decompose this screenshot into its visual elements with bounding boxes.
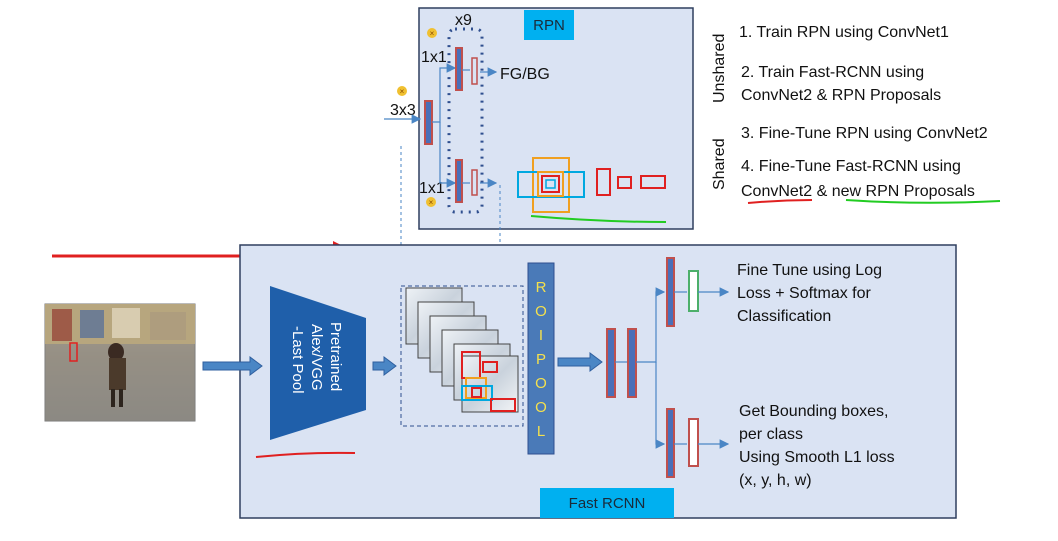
roi-pool-block: R O I P O O L — [527, 262, 555, 455]
rpn-branch-bottom — [439, 122, 457, 188]
rpn-title: RPN — [533, 17, 565, 34]
rpn-green-underline — [530, 215, 667, 223]
shared-label: Shared — [711, 138, 728, 190]
roi-letter: I — [539, 327, 543, 344]
roi-letter: O — [535, 303, 547, 320]
multiply-icon: × — [427, 28, 437, 38]
roi-pool-bar — [527, 262, 555, 455]
rpn-3x3-conv — [424, 100, 433, 145]
new-proposals-green-underline — [845, 199, 1001, 204]
rpn-fg-bg-label: FG/BG — [500, 66, 550, 83]
rpn-panel: RPN x9 1x1 3x3 1x1 FG/BG × × × — [384, 7, 694, 230]
multiply-icon: × — [426, 197, 436, 207]
arrow-encoder-to-maps — [372, 356, 397, 376]
bbox-text-line2: per class — [739, 426, 803, 443]
convnet2-red-underline — [747, 199, 813, 204]
arrow-roi-to-fc — [557, 352, 603, 372]
bbox-text-line1: Get Bounding boxes, — [739, 403, 888, 420]
training-steps: Unshared Shared 1. Train RPN using ConvN… — [711, 24, 1001, 204]
fc-branch-bbox — [655, 362, 666, 449]
step-4-amp: & — [812, 183, 832, 200]
roi-letter: O — [535, 399, 547, 416]
rpn-cls-conv — [455, 47, 463, 91]
fc-layers — [606, 257, 730, 478]
arrow-photo-to-encoder — [202, 356, 263, 376]
step-2-line1: 2. Train Fast-RCNN using — [741, 64, 924, 81]
encoder-line-1: Pretrained — [327, 322, 344, 391]
fc-branch-cls — [636, 287, 666, 363]
input-photo — [44, 303, 196, 422]
encoder-line-2: Alex/VGG — [308, 324, 325, 391]
cls-softmax — [688, 270, 699, 312]
step-4-convnet2: ConvNet2 — [741, 183, 812, 200]
encoder-line-3: -Last Pool — [289, 326, 306, 394]
bbox-fc — [666, 408, 675, 478]
bbox-text-line3: Using Smooth L1 loss — [739, 449, 895, 466]
bbox-regressor — [688, 418, 699, 467]
rpn-reg-output — [471, 169, 478, 196]
encoder-shape — [270, 286, 366, 440]
encoder-red-underline — [255, 451, 356, 458]
step-4-line1: 4. Fine-Tune Fast-RCNN using — [741, 158, 961, 175]
rpn-1x1-bottom-label: 1x1 — [419, 180, 445, 197]
fc-layer-2 — [627, 328, 637, 398]
fast-rcnn-title-tag — [540, 488, 674, 518]
step-3: 3. Fine-Tune RPN using ConvNet2 — [741, 125, 988, 142]
roi-letter: R — [536, 279, 547, 296]
step-4-line2: ConvNet2 & new RPN Proposals — [741, 183, 975, 200]
roi-letter: P — [536, 351, 546, 368]
cls-fc — [666, 257, 675, 327]
cls-text-line1: Fine Tune using Log — [737, 262, 882, 279]
rpn-cls-output — [471, 57, 478, 85]
step-4-new-proposals: new RPN Proposals — [832, 183, 975, 200]
svg-text:×: × — [429, 198, 434, 207]
rpn-3x3-label: 3x3 — [390, 102, 416, 119]
svg-text:×: × — [430, 29, 435, 38]
feature-map-dashed-box — [400, 285, 524, 427]
feature-map-stack — [400, 285, 524, 427]
rpn-anchor-proposals — [517, 157, 666, 213]
svg-text:×: × — [400, 87, 405, 96]
multiply-icon: × — [397, 86, 407, 96]
roi-letter: O — [535, 375, 547, 392]
cls-text-line2: Loss + Softmax for — [737, 285, 872, 302]
step-2-line2: ConvNet2 & RPN Proposals — [741, 87, 941, 104]
rpn-reg-conv — [455, 159, 463, 203]
rpn-1x1-top-label: 1x1 — [421, 49, 447, 66]
cls-text-line3: Classification — [737, 308, 831, 325]
bbox-text-line4: (x, y, h, w) — [739, 472, 812, 489]
step-1: 1. Train RPN using ConvNet1 — [739, 24, 949, 41]
fast-rcnn-title: Fast RCNN — [569, 495, 646, 512]
rpn-x9-label: x9 — [455, 12, 472, 29]
rpn-title-tag — [524, 10, 574, 40]
fc-layer-1 — [606, 328, 616, 398]
roi-letter: L — [537, 423, 545, 440]
fast-rcnn-panel: Fast RCNN — [239, 244, 957, 519]
unshared-label: Unshared — [711, 34, 728, 103]
rpn-branch-top — [432, 63, 457, 123]
encoder-block: Pretrained Alex/VGG -Last Pool — [270, 286, 366, 440]
